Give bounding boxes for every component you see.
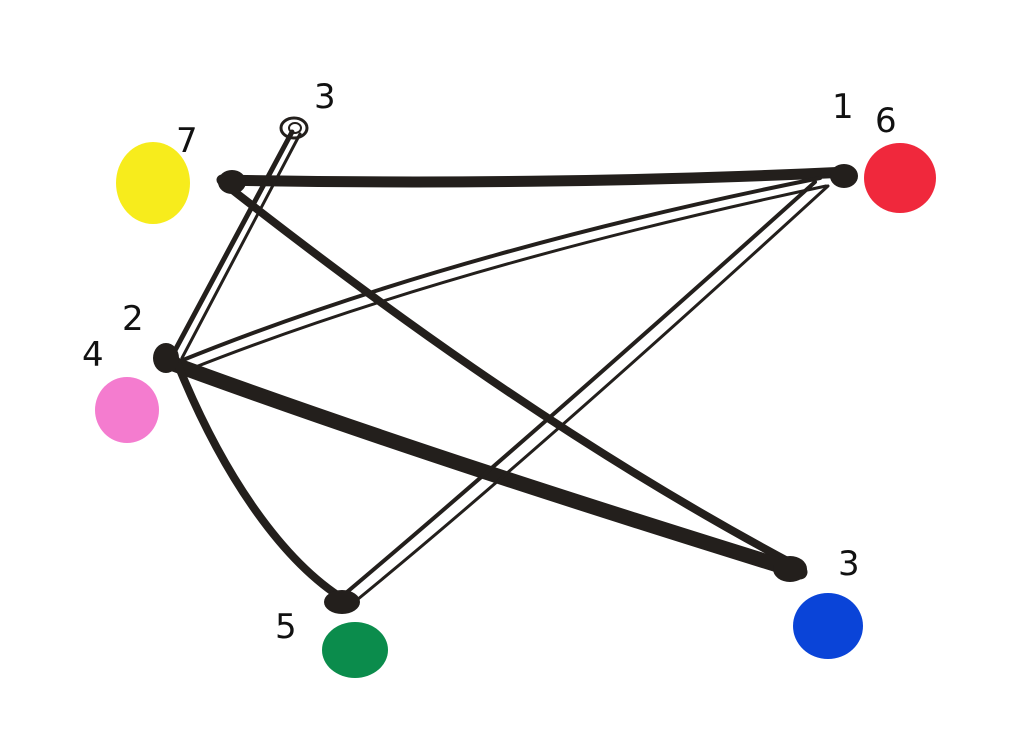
node-7-blob: [218, 170, 246, 194]
blue-dot: [793, 593, 863, 659]
label-top-3: 3: [314, 77, 336, 117]
edges: [153, 116, 858, 614]
label-4: 4: [82, 335, 104, 375]
node-3-blob: [773, 556, 807, 582]
edge-1-5: [338, 180, 817, 600]
red-dot: [864, 143, 936, 213]
edge-2-3: [160, 354, 808, 580]
label-7: 7: [176, 121, 198, 161]
pink-dot: [95, 377, 159, 443]
yellow-dot: [116, 142, 190, 224]
small-node-scribble: [279, 116, 309, 140]
label-3: 3: [838, 544, 860, 584]
green-dot: [322, 622, 388, 678]
edge-7-1: [216, 166, 854, 188]
node-5-blob: [324, 590, 360, 614]
edge-2-5: [172, 356, 349, 604]
label-1: 1: [832, 87, 854, 127]
node-1-blob: [830, 164, 858, 188]
label-6: 6: [875, 101, 897, 141]
label-2: 2: [122, 299, 144, 339]
edge-2-1: [176, 176, 822, 364]
edge-7-3: [222, 181, 799, 569]
node-2-blob: [153, 343, 179, 373]
label-5: 5: [275, 607, 297, 647]
edge-2-top3: [169, 129, 295, 359]
